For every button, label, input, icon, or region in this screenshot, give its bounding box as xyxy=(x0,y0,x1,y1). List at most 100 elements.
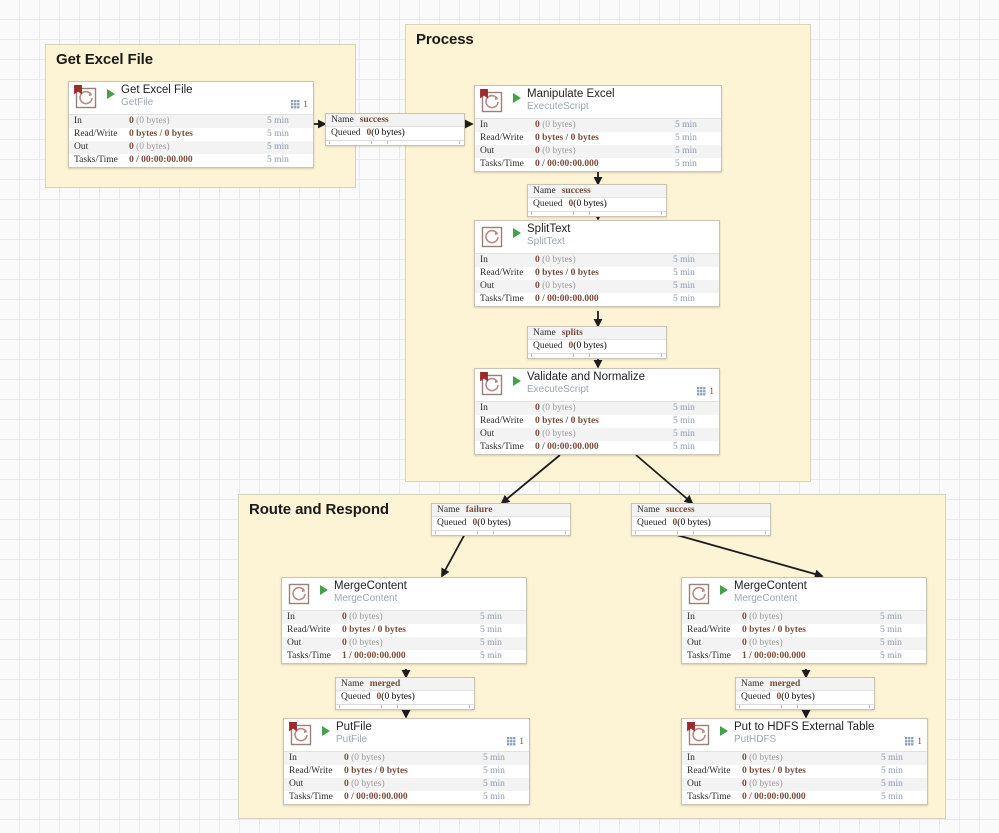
stat-row-read-write-value: 0 bytes / 0 bytes xyxy=(742,765,881,778)
stat-row-read-write-window: 5 min xyxy=(880,625,902,635)
stat-row-out-window: 5 min xyxy=(675,146,697,156)
connection-relationship-name: splits xyxy=(561,327,583,338)
run-status-play-icon[interactable] xyxy=(107,89,115,99)
stat-row-tasks-time-label: Tasks/Time xyxy=(287,651,331,661)
stat-row-tasks-time-label: Tasks/Time xyxy=(480,159,524,169)
stat-row-read-write-number: 0 bytes / 0 bytes xyxy=(344,766,408,776)
run-status-play-icon[interactable] xyxy=(322,726,330,736)
active-threads-indicator: 1 xyxy=(697,383,714,401)
stat-row-in-bytes: (0 bytes) xyxy=(349,612,383,622)
bulletin-indicator-icon[interactable] xyxy=(480,90,489,102)
stat-row-read-write-number: 0 bytes / 0 bytes xyxy=(742,625,806,635)
connection-queued-label: Queued xyxy=(741,692,771,702)
stat-row-tasks-time-number: 1 / 00:00:00.000 xyxy=(742,651,806,661)
stat-row-out-window: 5 min xyxy=(673,281,695,291)
processor-icon xyxy=(74,85,98,110)
process-group-label: Route and Respond xyxy=(249,501,389,518)
processor-type: PutFile xyxy=(336,734,368,745)
stat-row-in-value: 0 (0 bytes) xyxy=(344,752,483,765)
run-status-play-icon[interactable] xyxy=(513,228,521,238)
bulletin-indicator-icon[interactable] xyxy=(74,86,83,98)
stat-row-out-bytes: (0 bytes) xyxy=(749,779,783,789)
stat-row-read-write-label: Read/Write xyxy=(687,766,731,776)
connection-name-label: Name xyxy=(741,678,764,689)
stat-row-out-label: Out xyxy=(480,146,495,156)
stat-row-read-write-label: Read/Write xyxy=(287,625,331,635)
connection-relationship-name: success xyxy=(665,504,695,515)
bulletin-indicator-icon[interactable] xyxy=(480,373,489,385)
stat-row-read-write-label: Read/Write xyxy=(480,416,524,426)
stat-row-tasks-time-window: 5 min xyxy=(675,159,697,169)
stat-row-read-write-value: 0 bytes / 0 bytes xyxy=(742,624,880,637)
stat-row-out-bytes: (0 bytes) xyxy=(542,429,576,439)
stat-row-tasks-time-window: 5 min xyxy=(673,442,695,452)
stat-row-in-number: 0 xyxy=(535,120,540,130)
connection-queued-label: Queued xyxy=(533,341,563,351)
stat-row-out-value: 0 (0 bytes) xyxy=(535,428,673,441)
processor-type: SplitText xyxy=(527,236,565,247)
stat-row-in-window: 5 min xyxy=(675,120,697,130)
connection-relationship-name: success xyxy=(561,185,591,196)
stat-row-read-write-number: 0 bytes / 0 bytes xyxy=(535,133,599,143)
stat-row-tasks-time-value: 0 / 00:00:00.000 xyxy=(535,441,673,454)
run-status-play-icon[interactable] xyxy=(720,585,728,595)
run-status-play-icon[interactable] xyxy=(720,726,728,736)
stat-row-in-number: 0 xyxy=(342,612,347,622)
stat-row-tasks-time-value: 0 / 00:00:00.000 xyxy=(535,158,675,171)
connection-backpressure-bar xyxy=(326,140,464,145)
stat-row-in-number: 0 xyxy=(129,116,134,126)
stat-row-in-window: 5 min xyxy=(267,116,289,126)
stat-row-out-window: 5 min xyxy=(267,142,289,152)
bulletin-indicator-icon[interactable] xyxy=(289,723,298,735)
run-status-play-icon[interactable] xyxy=(513,376,521,386)
stat-row-in-number: 0 xyxy=(344,753,349,763)
stat-row-read-write-window: 5 min xyxy=(673,268,695,278)
stat-row-out-bytes: (0 bytes) xyxy=(351,779,385,789)
stat-row-tasks-time-number: 0 / 00:00:00.000 xyxy=(742,792,806,802)
connection-backpressure-bar xyxy=(336,704,474,709)
connection-name-label: Name xyxy=(533,327,556,338)
run-status-play-icon[interactable] xyxy=(320,585,328,595)
stat-row-in-bytes: (0 bytes) xyxy=(749,753,783,763)
active-threads-icon xyxy=(905,733,914,751)
stat-row-read-write-label: Read/Write xyxy=(480,133,524,143)
stat-row-read-write-value: 0 bytes / 0 bytes xyxy=(342,624,480,637)
stat-row-tasks-time-label: Tasks/Time xyxy=(687,651,731,661)
stat-row-read-write-number: 0 bytes / 0 bytes xyxy=(129,129,193,139)
processor-type: MergeContent xyxy=(334,593,398,604)
bulletin-indicator-icon[interactable] xyxy=(687,723,696,735)
stat-row-in-bytes: (0 bytes) xyxy=(542,120,576,130)
run-status-play-icon[interactable] xyxy=(513,93,521,103)
stat-row-out-label: Out xyxy=(74,142,89,152)
